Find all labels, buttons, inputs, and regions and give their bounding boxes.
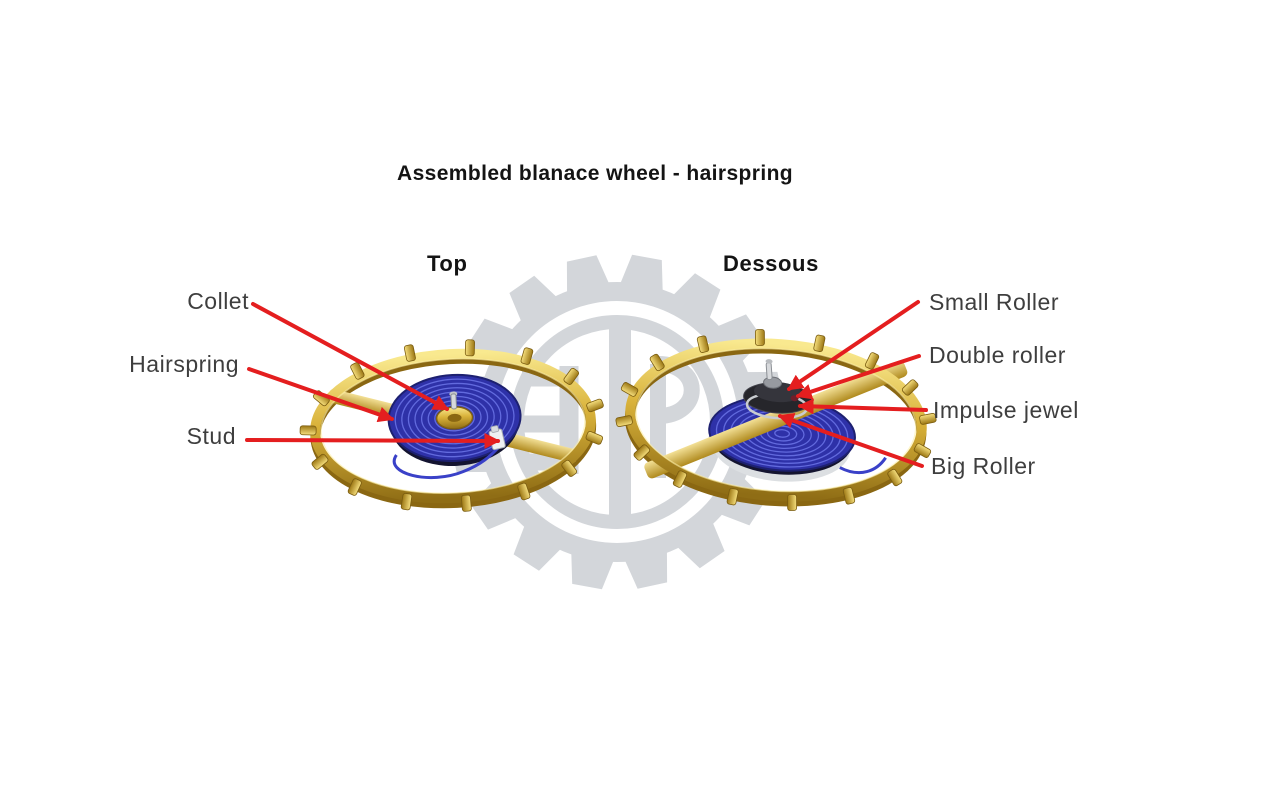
page-title: Assembled blanace wheel - hairspring <box>397 162 794 185</box>
callout-big-roller: Big Roller <box>931 453 1036 479</box>
arrow-collet <box>251 302 450 411</box>
view-label-top: Top <box>427 251 468 276</box>
callout-collet: Collet <box>187 288 249 314</box>
callout-arrows <box>245 300 928 468</box>
balance-arm <box>644 360 908 479</box>
arrow-double-roller <box>795 354 921 400</box>
arrow-hairspring <box>247 367 395 423</box>
arrow-big-roller <box>777 412 924 468</box>
timing-screws <box>299 339 604 512</box>
callout-hairspring: Hairspring <box>129 351 239 377</box>
balance-staff <box>765 362 773 381</box>
arrow-impulse-jewel <box>797 398 928 415</box>
arrow-stud <box>245 432 501 449</box>
callout-double-roller: Double roller <box>929 342 1066 368</box>
callout-small-roller: Small Roller <box>929 289 1059 315</box>
terminal-curve-underside <box>839 456 887 475</box>
callout-impulse-jewel: Impulse jewel <box>933 397 1079 423</box>
callout-stud: Stud <box>186 423 236 449</box>
terminal-curve <box>392 446 500 479</box>
timing-screws <box>615 329 937 511</box>
collet-part <box>435 391 474 430</box>
arrow-small-roller <box>787 300 920 391</box>
view-label-dessous: Dessous <box>723 251 819 276</box>
